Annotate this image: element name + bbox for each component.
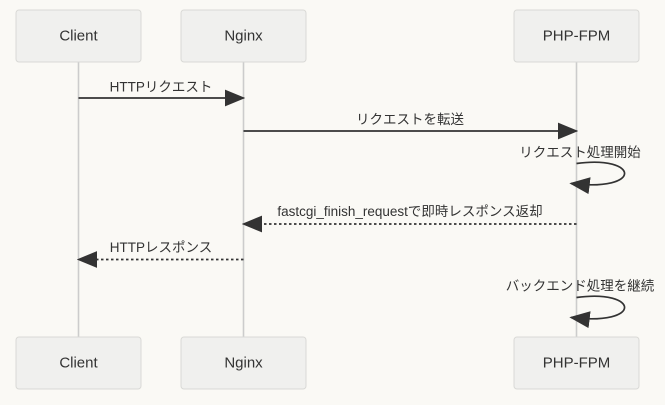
actor-box-nginx-top <box>180 9 307 63</box>
message-label-forward-request: リクエストを転送 <box>356 112 464 127</box>
actor-nginx-top: Nginx <box>180 9 307 63</box>
actor-phpfpm-top: PHP-FPM <box>513 9 640 63</box>
message-label-http-request: HTTPリクエスト <box>110 80 213 95</box>
actor-box-phpfpm-bottom <box>513 336 640 390</box>
actor-box-client-top <box>15 9 142 63</box>
actor-client-top: Client <box>15 9 142 63</box>
actor-nginx-bottom: Nginx <box>180 336 307 390</box>
actor-label-phpfpm-top: PHP-FPM <box>543 28 611 45</box>
actor-label-nginx-top: Nginx <box>224 28 263 45</box>
self-loop-arrow-continue-backend <box>569 295 626 329</box>
message-label-fastcgi-finish-request: fastcgi_finish_requestで即時レスポンス返却 <box>277 204 542 219</box>
actor-box-phpfpm-top <box>513 9 640 63</box>
self-loop-arrow-start-processing <box>569 161 626 195</box>
actor-label-nginx-bottom: Nginx <box>224 355 263 372</box>
actor-label-client-top: Client <box>59 28 98 45</box>
actor-label-client-bottom: Client <box>59 355 98 372</box>
message-label-start-processing: リクエスト処理開始 <box>519 145 641 160</box>
actor-box-client-bottom <box>15 336 142 390</box>
actor-box-nginx-bottom <box>180 336 307 390</box>
message-label-continue-backend: バックエンド処理を継続 <box>506 279 655 294</box>
actor-label-phpfpm-bottom: PHP-FPM <box>543 355 611 372</box>
actor-phpfpm-bottom: PHP-FPM <box>513 336 640 390</box>
actor-client-bottom: Client <box>15 336 142 390</box>
message-label-http-response: HTTPレスポンス <box>110 240 212 255</box>
